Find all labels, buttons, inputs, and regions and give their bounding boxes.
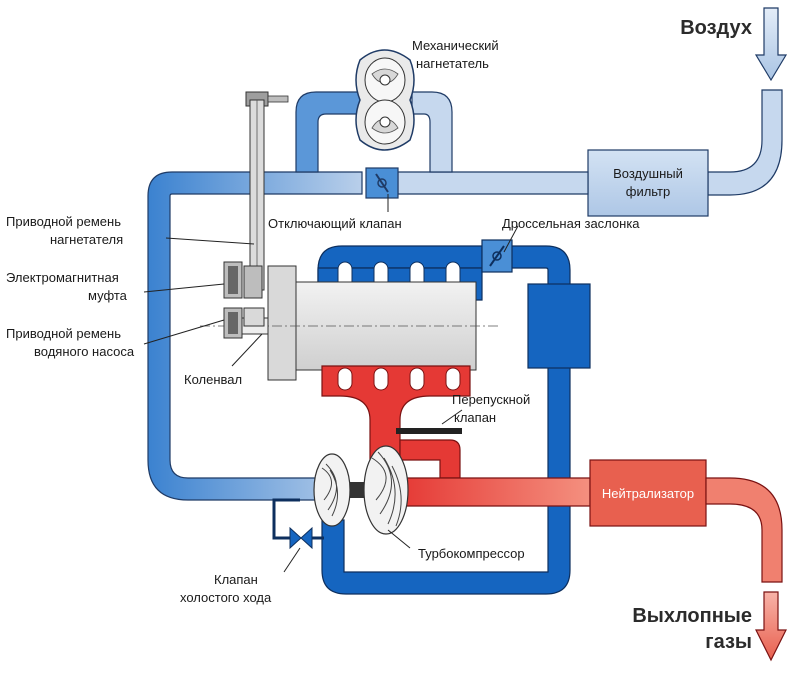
supercharger-right-leg [411,91,453,173]
belt-supercharger-label-line2: нагнетателя [50,232,123,247]
throttle-valve [481,239,513,273]
intercooler-block [527,283,591,369]
exhaust-label-line2: газы [705,631,752,653]
air-filter-box [587,149,709,217]
supercharger-label-line2: нагнетатель [416,56,489,71]
exhaust-to-catalyst-pipe [399,477,591,507]
catalyst-box [589,459,707,527]
exhaust-outlet-elbow [705,477,783,583]
mechanical-supercharger [355,49,415,151]
engine-block [200,265,500,381]
air-filter-label-line1: Воздушный [613,166,683,181]
crankshaft-pulleys [223,261,269,339]
idle-valve-label-line2: холостого хода [180,590,272,605]
shutoff-valve-label: Отключающий клапан [268,216,402,231]
exhaust-outlet-arrow [755,591,787,662]
belt-pump-label-line2: водяного насоса [34,344,135,359]
crankshaft-label: Коленвал [184,372,242,387]
leader-lines [143,194,519,573]
air-filter-label-line2: фильтр [626,184,670,199]
idle-valve-label-line1: Клапан [214,572,258,587]
belt-pump-label-line1: Приводной ремень [6,326,121,341]
throttle-label: Дроссельная заслонка [502,216,640,231]
belt-supercharger-label-line1: Приводной ремень [6,214,121,229]
bypass-valve [396,428,462,434]
air-inlet-arrow [754,7,788,82]
em-clutch-label-line2: муфта [88,288,128,303]
shutoff-valve [365,167,399,199]
supercharger-left-leg [295,91,361,173]
inlet-elbow-pipe [707,89,783,196]
turbocharger [313,445,409,535]
exhaust-label-line1: Выхлопные [632,605,752,627]
em-clutch-label-line1: Электромагнитная [6,270,119,285]
supercharger-drive [245,91,289,291]
supercharger-label-line1: Механический [412,38,499,53]
air-label: Воздух [680,17,752,39]
bypass-valve-label-line2: клапан [454,410,496,425]
idle-valve [272,498,324,550]
turbo-label: Турбокомпрессор [418,546,525,561]
catalyst-label: Нейтрализатор [602,486,694,501]
exhaust-system [321,365,787,662]
filter-to-valve-pipe [397,171,589,195]
bypass-valve-label-line1: Перепускной [452,392,530,407]
